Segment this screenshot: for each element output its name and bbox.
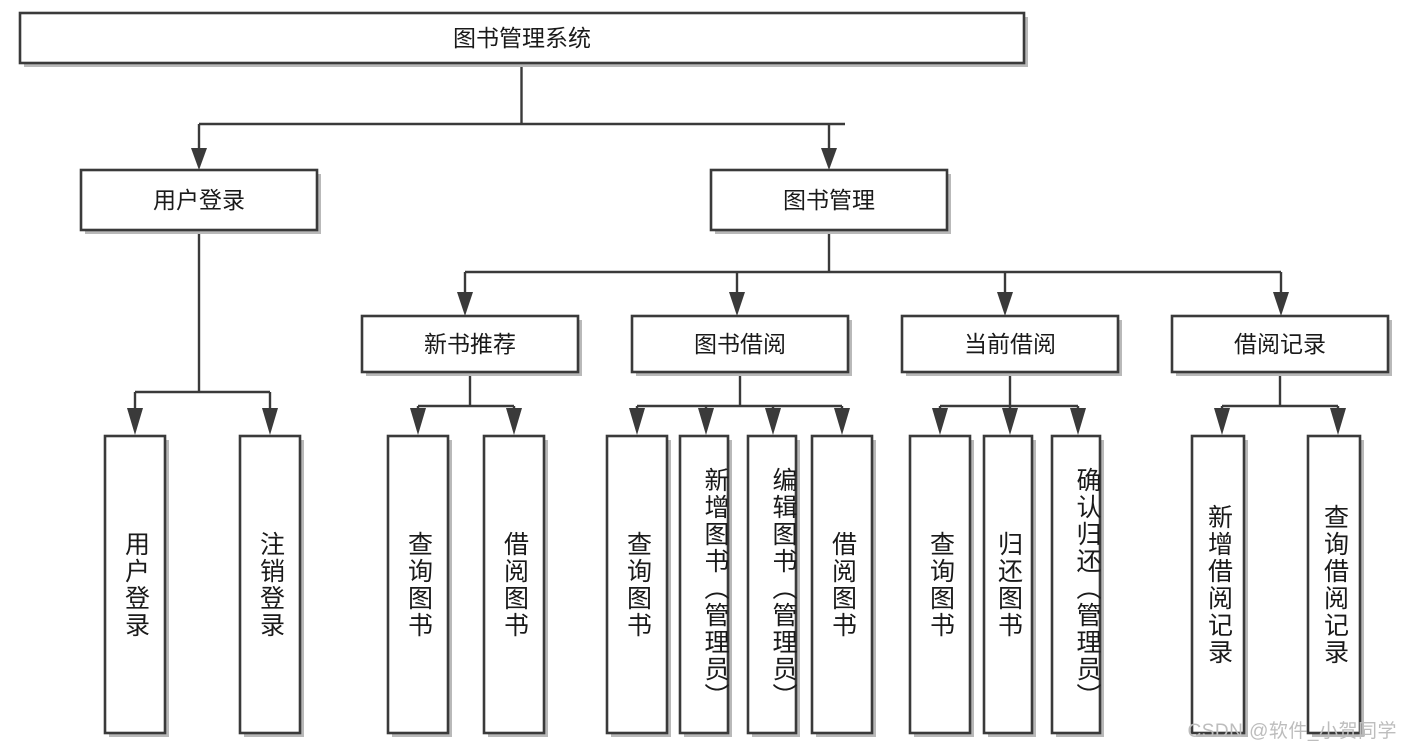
arrowhead-leaf-query-book-3 xyxy=(932,408,948,435)
leaf-borrow-book-2-box[interactable] xyxy=(810,434,874,735)
arrowhead-leaf-borrow-book-2 xyxy=(834,408,850,435)
leaf-borrow-book-1-box[interactable] xyxy=(482,434,546,735)
root-label: 图书管理系统 xyxy=(453,25,591,51)
csdn-watermark: CSDN @软件_小贺同学 xyxy=(1187,721,1397,742)
current-borrow-label: 当前借阅 xyxy=(964,331,1056,357)
arrowhead-leaf-query-record xyxy=(1330,408,1346,435)
arrowhead-leaf-user-login xyxy=(127,408,143,435)
user-login-label: 用户登录 xyxy=(153,187,245,213)
arrowhead-book-management xyxy=(821,148,837,170)
book-management-label: 图书管理 xyxy=(783,187,875,213)
node-current-borrow[interactable]: 当前借阅 xyxy=(900,314,1122,376)
user-login-box[interactable] xyxy=(79,168,319,232)
node-book-borrow[interactable]: 图书借阅 xyxy=(630,314,852,376)
arrowhead-leaf-query-book-2 xyxy=(629,408,645,435)
arrowhead-leaf-logout-login xyxy=(262,408,278,435)
book-borrow-label: 图书借阅 xyxy=(694,331,786,357)
connector-layer xyxy=(127,66,1346,435)
arrowhead-leaf-edit-book xyxy=(765,408,781,435)
arrowhead-leaf-add-book xyxy=(698,408,714,435)
arrowhead-new-book-recommend xyxy=(457,292,473,316)
book-management-box[interactable] xyxy=(709,168,949,232)
book-borrow-box[interactable] xyxy=(630,314,850,374)
leaf-confirm-return-box[interactable] xyxy=(1050,434,1102,735)
leaf-add-book-box[interactable] xyxy=(678,434,730,735)
arrowhead-leaf-query-book-1 xyxy=(410,408,426,435)
leaf-logout-login-box[interactable] xyxy=(238,434,302,735)
node-borrow-record[interactable]: 借阅记录 xyxy=(1170,314,1392,376)
arrowhead-leaf-return-book xyxy=(1002,408,1018,435)
node-new-book-recommend[interactable]: 新书推荐 xyxy=(360,314,582,376)
arrowhead-leaf-confirm-return xyxy=(1070,408,1086,435)
arrowhead-current-borrow xyxy=(997,292,1013,316)
current-borrow-box[interactable] xyxy=(900,314,1120,374)
borrow-record-label: 借阅记录 xyxy=(1234,331,1326,357)
leaf-query-book-3-box[interactable] xyxy=(908,434,972,735)
arrowhead-leaf-borrow-book-1 xyxy=(506,408,522,435)
new-book-recommend-box[interactable] xyxy=(360,314,580,374)
leaf-user-login-box[interactable] xyxy=(103,434,167,735)
arrowhead-user-login xyxy=(191,148,207,170)
leaf-add-record-box[interactable] xyxy=(1190,434,1246,735)
leaf-query-record-box[interactable] xyxy=(1306,434,1362,735)
arrowhead-book-borrow xyxy=(729,292,745,316)
leaf-edit-book-box[interactable] xyxy=(746,434,798,735)
node-root[interactable]: 图书管理系统 xyxy=(18,11,1028,67)
arrowhead-leaf-add-record xyxy=(1214,408,1230,435)
node-user-login[interactable]: 用户登录 xyxy=(79,168,321,234)
new-book-recommend-label: 新书推荐 xyxy=(424,331,516,357)
arrowhead-borrow-record xyxy=(1273,292,1289,316)
leaf-return-book-box[interactable] xyxy=(982,434,1034,735)
leaf-query-book-2-box[interactable] xyxy=(605,434,669,735)
node-book-management[interactable]: 图书管理 xyxy=(709,168,951,234)
borrow-record-box[interactable] xyxy=(1170,314,1390,374)
root-box[interactable] xyxy=(18,11,1026,65)
leaf-boxes-layer xyxy=(103,434,1364,737)
leaf-query-book-1-box[interactable] xyxy=(386,434,450,735)
